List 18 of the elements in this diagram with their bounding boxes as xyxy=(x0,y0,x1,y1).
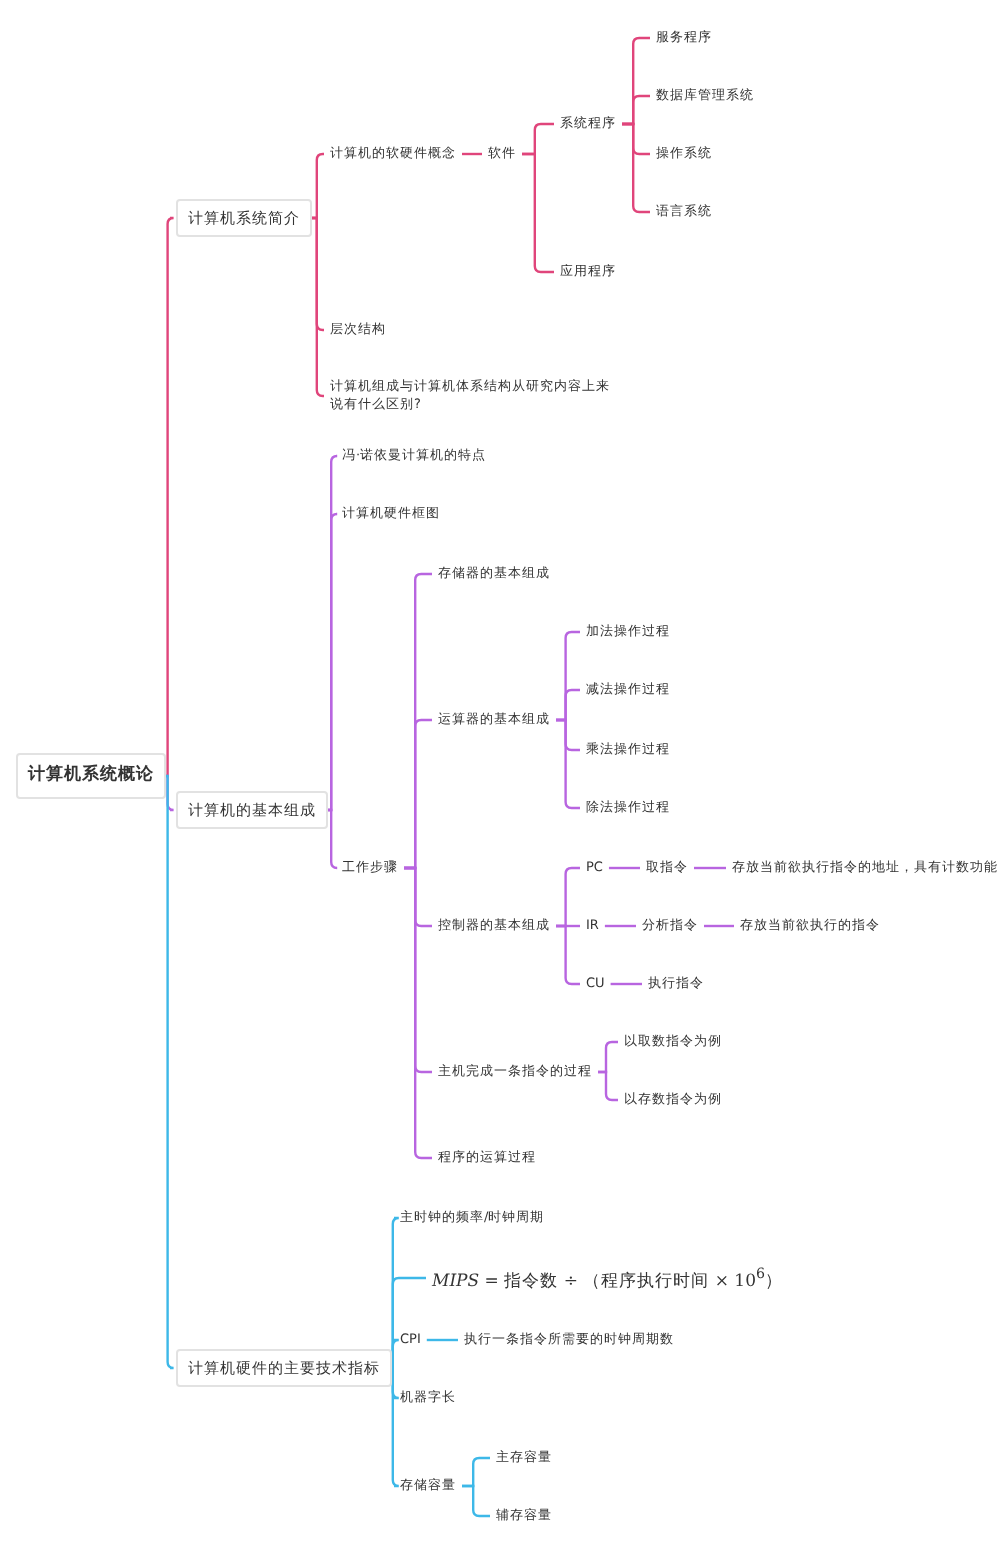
connector-line xyxy=(462,152,482,156)
connector-line xyxy=(328,808,339,870)
connector-line xyxy=(312,152,325,220)
connector-line xyxy=(608,866,640,870)
root-topic-box: 计算机系统概论 xyxy=(16,753,166,799)
connector-line xyxy=(704,924,734,928)
connector-line xyxy=(556,924,580,986)
formula: MIPS = 指令数 ÷ （程序执行时间 × 10$^{6}$） xyxy=(432,1264,784,1292)
connector-line xyxy=(694,866,726,870)
connector-line xyxy=(328,512,339,812)
connector-line xyxy=(610,982,642,986)
connector-line xyxy=(598,1070,618,1102)
connector-line xyxy=(604,924,636,928)
connector-line xyxy=(164,774,175,1370)
connector-line xyxy=(164,216,175,778)
connector-line xyxy=(426,1338,458,1342)
connector-line xyxy=(462,1484,490,1518)
connector-line xyxy=(312,216,325,398)
